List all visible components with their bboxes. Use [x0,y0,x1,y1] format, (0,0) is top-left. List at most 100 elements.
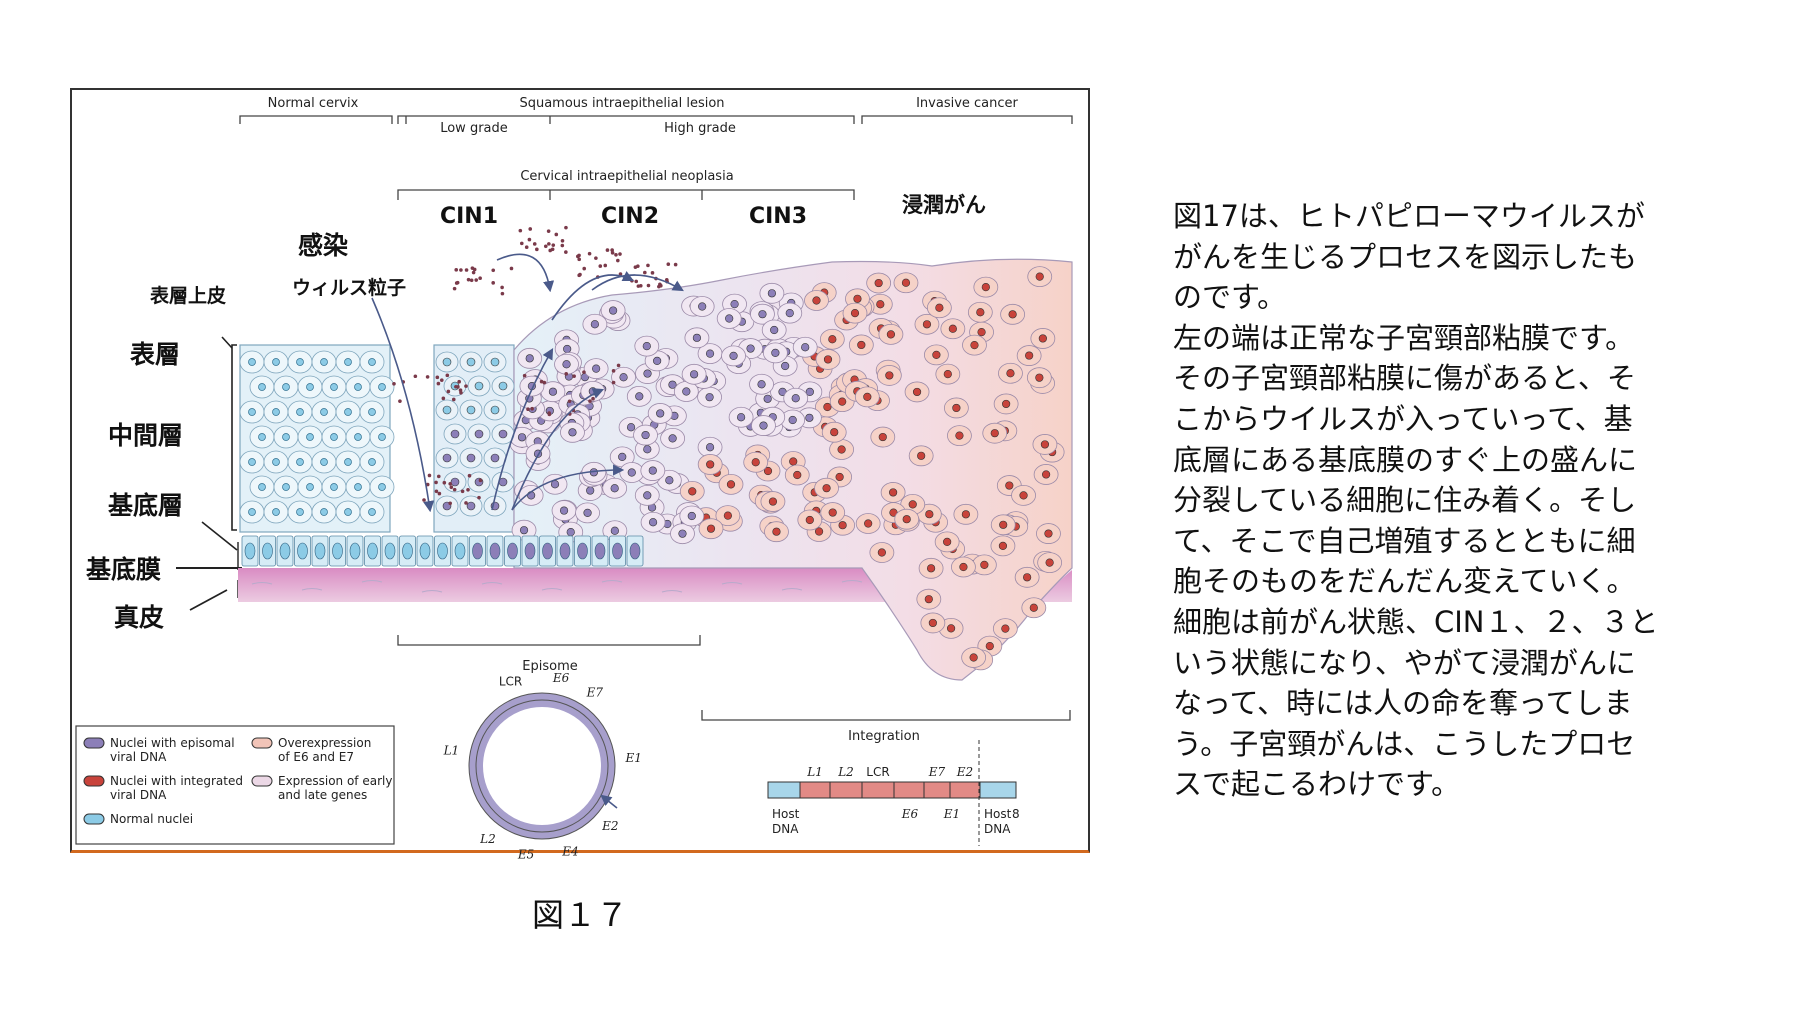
lesion-cell [797,509,823,531]
cin1-cell [435,351,459,373]
lesion-cell [934,531,960,553]
basal-cell [276,535,294,567]
dermis-layer [238,568,1072,680]
virus-particle [441,396,446,401]
lesion-cell [1032,434,1058,455]
host-right-line1: Host [984,807,1012,821]
normal-cell [321,425,347,449]
virus-particle [535,247,539,252]
lesion-cell [953,503,979,525]
lesion-cell [920,612,946,634]
svg-text:Overexpression: Overexpression [278,736,371,750]
virus-particle [460,489,465,494]
episome-gene-label: E1 [624,751,641,765]
lesion-cell [1033,464,1059,485]
virus-particle [519,241,524,246]
virus-particle [598,264,603,268]
description-line: がんを生じるプロセスを図示したも [1173,239,1638,274]
virus-particle [543,244,548,249]
virus-particle [522,373,527,378]
basal-cell [504,535,521,567]
virus-particle [611,369,616,373]
description-line: 底層にある基底膜のすぐ上の盛んに [1173,442,1638,477]
lesion-cell [660,427,686,449]
virus-particle [582,266,587,271]
bracket-sil [397,115,855,124]
lesion-cell [951,556,976,578]
episome-gene-label: E2 [601,819,618,833]
lesion-cell [878,323,904,345]
leader-dermis [189,589,228,611]
label-cin-bracket: Cervical intraepithelial neoplasia [520,169,733,184]
virus-particle [509,266,514,271]
lesion-cell [880,482,906,503]
normal-cell [239,450,265,474]
normal-cell [263,500,289,524]
cin1-cell [491,471,515,493]
lesion-cell [821,421,847,443]
lesion-cell [1021,597,1047,619]
svg-text:and late genes: and late genes [278,788,367,802]
svg-text:viral DNA: viral DNA [110,750,167,764]
basal-cell [539,535,556,567]
normal-cell [239,350,265,374]
lesion-cell [698,518,724,540]
lesion-cell [848,334,874,356]
virus-particle [547,412,552,417]
virus-particle [527,237,532,242]
lesion-cell [560,421,585,443]
normal-cell [263,350,289,374]
cin1-cell [491,375,515,397]
virus-particle [422,498,426,502]
virus-particle [454,281,459,285]
lesion-cell [998,362,1023,384]
lesion-cell [764,521,789,543]
label-dermis: 真皮 [114,603,164,632]
virus-particle [478,478,483,483]
normal-cell [287,350,313,374]
header-invasive: Invasive cancer [916,96,1018,111]
lesion-cell [575,502,600,524]
lesion-cell [829,439,855,460]
lesion-cell [923,344,949,366]
normal-cell [239,400,265,424]
lesion-cell [940,318,966,340]
normal-cell [311,500,337,524]
virus-particle [425,482,430,487]
virus-particle [577,253,581,258]
virus-particle [491,281,495,285]
lesion-cell [640,460,666,481]
lesion-cell [1026,367,1052,389]
integration-gene-label: L1 [806,765,823,779]
normal-cell [369,375,395,399]
virus-particle [442,480,447,485]
lesion-cell [583,358,609,380]
bracket-normal [239,115,393,124]
label-integration: Integration [848,729,920,744]
virus-particle [524,245,529,250]
description-line: 細胞は前がん状態、CIN１、２、３と [1173,604,1659,639]
virus-particle [528,227,533,231]
normal-cell [359,350,385,374]
virus-particle [546,229,551,233]
virus-particle [594,256,598,260]
cin1-cell [467,423,491,445]
description-line: て、そこで自己増殖するとともに細 [1173,523,1636,558]
virus-particle [638,283,643,288]
lesion-cell [993,393,1019,415]
lesion-cell [647,403,673,424]
description-line: こからウイルスが入っていって、基 [1173,401,1633,436]
label-basement-membrane: 基底膜 [86,555,161,584]
virus-particle [459,268,463,272]
normal-cell [345,375,371,399]
basal-cell [469,535,486,567]
lesion-cell [689,296,715,317]
lesion-cell [947,425,972,447]
basal-cell [626,535,644,567]
cin1-cell [459,447,483,469]
lesion-cell [1000,303,1026,325]
episome-gene-label: E4 [561,845,578,859]
lesion-cell [626,385,652,407]
lesion-cell [611,366,636,388]
